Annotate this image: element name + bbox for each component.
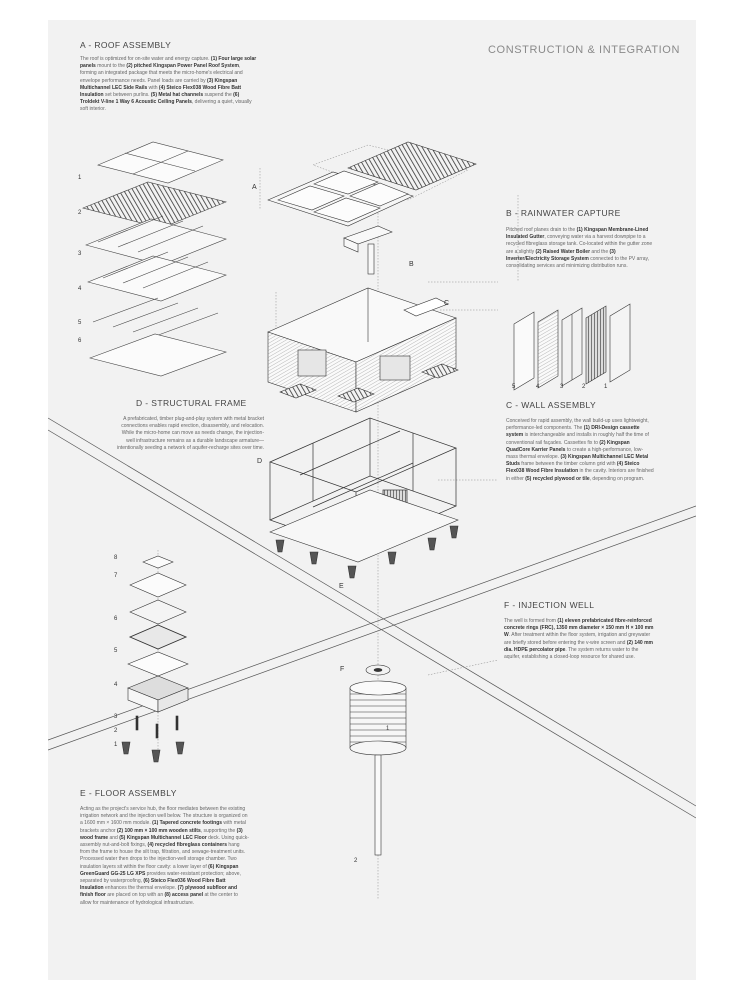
letter-f: F xyxy=(340,666,345,673)
roof-a-module xyxy=(267,141,477,227)
page-title: CONSTRUCTION & INTEGRATION xyxy=(488,44,681,56)
wall-layer-karrier-panels xyxy=(585,305,607,385)
roof-layer-solar-panels xyxy=(97,141,224,184)
roof-number-5: 5 xyxy=(78,320,82,326)
floor-layer-insulation xyxy=(129,599,187,625)
section-a-body: The roof is optimized for on-site water … xyxy=(80,56,257,113)
roof-layer-insulation xyxy=(87,251,227,302)
floor-number-5: 5 xyxy=(114,648,118,654)
letter-d: D xyxy=(257,458,263,465)
roof-layer-side-rails xyxy=(85,215,227,266)
roof-layer-acoustic-ceiling xyxy=(88,333,228,377)
rainwater-gutter-module xyxy=(343,225,393,275)
wall-number-4: 4 xyxy=(536,384,540,390)
roof-number-4: 4 xyxy=(78,286,82,292)
floor-layer-finish-floor xyxy=(129,572,187,598)
letter-b: B xyxy=(409,261,414,268)
floor-number-2: 2 xyxy=(114,728,118,734)
floor-number-4: 4 xyxy=(114,682,118,688)
section-c-title: C - WALL ASSEMBLY xyxy=(506,400,597,410)
floor-layer-containers xyxy=(127,675,189,713)
section-e-body: Acting as the project's service hub, the… xyxy=(80,806,249,906)
section-b-body: Pitched roof planes drain to the (1) Kin… xyxy=(506,227,653,270)
wall-layer-stack xyxy=(513,303,631,391)
floor-deck-with-footings xyxy=(269,489,459,579)
letter-c: C xyxy=(444,300,450,307)
floor-number-6: 6 xyxy=(114,616,118,622)
section-b-title: B - RAINWATER CAPTURE xyxy=(506,208,621,218)
floor-layer-xps xyxy=(128,624,188,650)
wall-layer-insulation xyxy=(537,309,559,389)
wall-number-2: 2 xyxy=(582,384,586,390)
section-a-title: A - ROOF ASSEMBLY xyxy=(80,40,172,50)
floor-layer-stack xyxy=(121,555,189,763)
wall-layer-studs xyxy=(561,307,583,387)
house-volume xyxy=(267,287,457,413)
floor-number-8: 8 xyxy=(114,555,118,561)
roof-number-2: 2 xyxy=(78,210,82,216)
section-e-title: E - FLOOR ASSEMBLY xyxy=(80,788,177,798)
roof-a-solar-panels xyxy=(277,170,409,223)
roof-layer-pitched-panel xyxy=(82,181,227,229)
floor-layer-stilts xyxy=(135,715,179,739)
letter-e: E xyxy=(339,583,344,590)
well-number-1: 1 xyxy=(386,726,390,732)
floor-number-7: 7 xyxy=(114,573,118,579)
floor-layer-wood-frame xyxy=(127,651,189,677)
roof-number-3: 3 xyxy=(78,251,82,257)
roof-number-1: 1 xyxy=(78,175,82,181)
section-f-body: The well is formed from (1) eleven prefa… xyxy=(504,618,654,661)
wall-number-1: 1 xyxy=(604,384,608,390)
section-d-title: D - STRUCTURAL FRAME xyxy=(136,398,247,408)
injection-well xyxy=(349,664,407,856)
floor-number-3: 3 xyxy=(114,714,118,720)
wall-layer-finish xyxy=(513,311,535,391)
wall-layer-cassettes xyxy=(609,303,631,383)
roof-number-6: 6 xyxy=(78,338,82,344)
letter-a: A xyxy=(252,184,257,191)
exploded-axonometric-drawing xyxy=(48,141,696,900)
roof-layer-hat-channels xyxy=(92,297,219,338)
roof-a-pitched-panel xyxy=(347,141,477,191)
wall-number-5: 5 xyxy=(512,384,516,390)
floor-layer-access-panel xyxy=(142,555,174,569)
floor-number-1: 1 xyxy=(114,742,118,748)
floor-layer-footings xyxy=(121,741,185,763)
wall-number-3: 3 xyxy=(560,384,564,390)
roof-layer-stack xyxy=(82,141,228,377)
well-number-2: 2 xyxy=(354,858,358,864)
section-c-body: Conceived for rapid assembly, the wall b… xyxy=(506,418,654,482)
house-awnings xyxy=(279,363,459,403)
section-d-body: A prefabricated, timber plug-and-play sy… xyxy=(116,416,264,451)
section-f-title: F - INJECTION WELL xyxy=(504,600,595,610)
drawing-sheet: CONSTRUCTION & INTEGRATION A - ROOF ASSE… xyxy=(48,20,696,980)
